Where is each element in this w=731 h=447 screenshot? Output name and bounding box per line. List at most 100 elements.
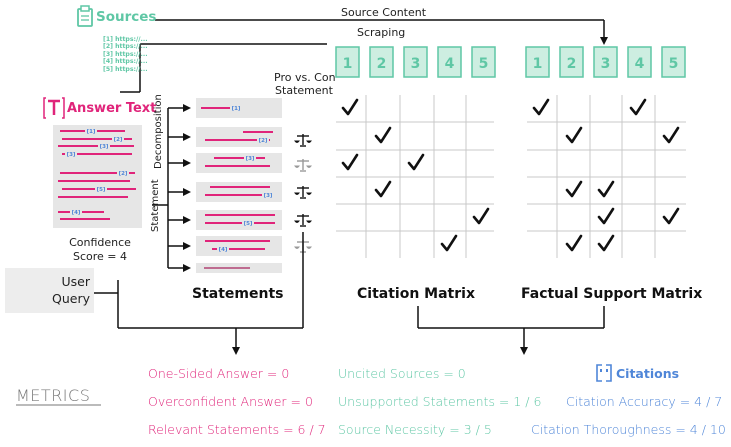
- check-mark: [565, 180, 583, 198]
- metric-necessity: Source Necessity = 3 / 5: [338, 422, 492, 437]
- citation-bg: [85, 127, 97, 134]
- sources-icon: [77, 5, 93, 27]
- citation-bg: [230, 104, 242, 111]
- source-number-box: [335, 46, 360, 78]
- citation-checks: [341, 98, 490, 252]
- source-number: 5: [669, 56, 679, 72]
- source-item: [4] https://...: [103, 58, 148, 66]
- check-mark: [597, 234, 615, 252]
- scraping-line: [120, 43, 327, 93]
- sources-list: [1] https://... [2] https://... [3] http…: [103, 36, 148, 73]
- matrix-connector: [417, 306, 605, 355]
- check-mark: [629, 98, 647, 116]
- statement-label: Statement: [150, 179, 161, 232]
- check-mark: [440, 234, 458, 252]
- metrics-heading: METRICS: [16, 386, 91, 405]
- scraping-label: Scraping: [357, 26, 406, 39]
- check-mark: [662, 207, 680, 225]
- metric-one-sided: One-Sided Answer = 0: [148, 366, 290, 381]
- check-mark: [374, 126, 392, 144]
- statement-citation: [3]: [246, 156, 255, 162]
- check-mark: [565, 234, 583, 252]
- source-number: 5: [479, 56, 489, 72]
- source-item: [3] https://...: [103, 50, 148, 58]
- citation-bg: [98, 142, 110, 149]
- source-item: [5] https://...: [103, 65, 148, 73]
- metric-relevant: Relevant Statements = 6 / 7: [148, 422, 326, 437]
- citation-bg: [262, 191, 274, 198]
- statement-citation: [2]: [259, 138, 268, 144]
- citation-bg: [112, 135, 124, 142]
- query-connector: [94, 232, 304, 355]
- citation-bg: [257, 136, 269, 143]
- statement-citation: [4]: [219, 247, 228, 253]
- check-mark: [662, 126, 680, 144]
- statement-box: [196, 210, 282, 230]
- statement-citation: [3]: [264, 193, 273, 199]
- answer-lines: [1][2][3][3][2][5][4]: [58, 127, 136, 220]
- check-mark: [472, 207, 490, 225]
- citation-bg: [242, 219, 254, 226]
- scale-icon: [294, 159, 312, 172]
- citation-bg: [244, 154, 256, 161]
- answer-citation: [2]: [119, 171, 128, 177]
- statement-citation: [5]: [244, 221, 253, 227]
- check-mark: [532, 98, 550, 116]
- source-number: 2: [377, 56, 387, 72]
- decomposition-bracket: [152, 108, 169, 268]
- factual-grid: [527, 95, 686, 258]
- check-mark: [374, 180, 392, 198]
- source-number-box: [437, 46, 462, 78]
- user-query-box: [5, 268, 94, 313]
- citation-matrix-title: Citation Matrix: [357, 286, 475, 302]
- answer-document: [53, 125, 142, 228]
- text-icon: [43, 97, 65, 119]
- source-number-box: [627, 46, 652, 78]
- user-query-label: User Query: [52, 274, 90, 306]
- source-item: [2] https://...: [103, 43, 148, 51]
- statement-box: [196, 153, 282, 173]
- check-mark: [407, 153, 425, 171]
- answer-citation: [1]: [87, 129, 96, 135]
- source-number-box: [661, 46, 686, 78]
- source-number-box: [593, 46, 618, 78]
- metric-overconfident: Overconfident Answer = 0: [148, 394, 313, 409]
- metric-unsupported: Unsupported Statements = 1 / 6: [338, 394, 542, 409]
- citation-bg: [117, 169, 129, 176]
- source-number-box: [369, 46, 394, 78]
- source-number: 4: [635, 56, 645, 72]
- answer-citation: [4]: [72, 210, 81, 216]
- citation-bg: [217, 245, 229, 252]
- check-mark: [341, 153, 359, 171]
- scale-icon: [294, 214, 312, 227]
- source-number-box: [471, 46, 496, 78]
- answer-citation: [5]: [97, 187, 106, 193]
- statement-citation: [1]: [232, 106, 241, 112]
- decomposition-label: Decomposition: [153, 94, 164, 169]
- metric-accuracy: Citation Accuracy = 4 / 7: [566, 394, 723, 409]
- source-number: 1: [533, 56, 543, 72]
- answer-text-title: Answer Text: [67, 101, 157, 116]
- citations-icon: [596, 364, 612, 382]
- check-mark: [597, 180, 615, 198]
- citation-bg: [70, 208, 82, 215]
- source-item: [1] https://...: [103, 36, 148, 43]
- metric-thoroughness: Citation Thoroughness = 4 / 10: [531, 422, 726, 437]
- answer-citation: [3]: [100, 144, 109, 150]
- scale-icon: [294, 134, 312, 147]
- scale-icon: [294, 186, 312, 199]
- metric-uncited: Uncited Sources = 0: [338, 366, 466, 381]
- source-number: 3: [601, 56, 611, 72]
- statement-box: [196, 236, 282, 256]
- source-number-box: [403, 46, 428, 78]
- source-number: 1: [343, 56, 353, 72]
- check-mark: [341, 98, 359, 116]
- statement-arrows: [168, 104, 191, 272]
- answer-citation: [3]: [67, 152, 76, 158]
- sources-title: Sources: [96, 9, 157, 25]
- confidence-score: Confidence Score = 4: [69, 236, 131, 263]
- source-number: 4: [445, 56, 455, 72]
- statements-list: [1] [2] [3] [3] [5] [4]: [196, 98, 282, 273]
